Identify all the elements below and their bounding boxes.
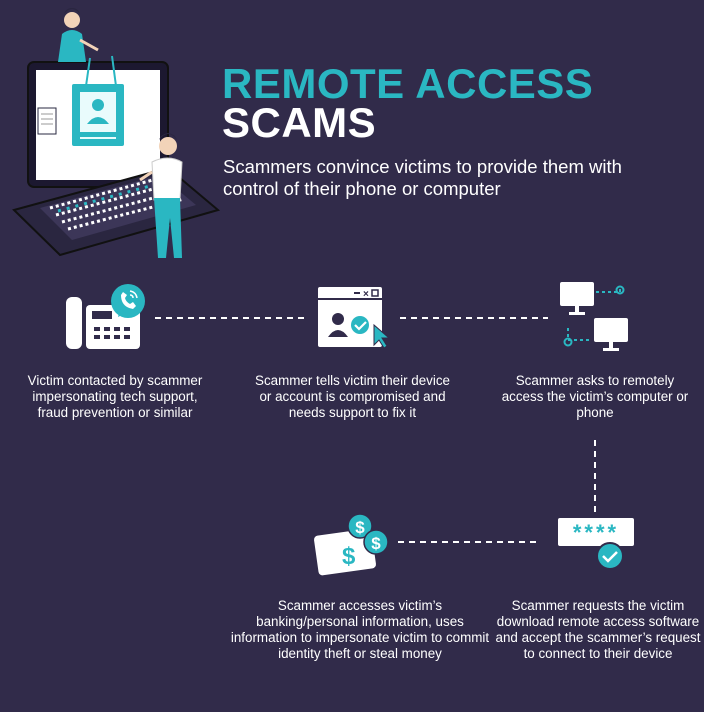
svg-text:×: ×	[363, 289, 369, 300]
step-5-text: Scammer accesses victim’s banking/person…	[230, 598, 490, 661]
password-mask: ****	[573, 520, 619, 545]
svg-text:$: $	[371, 534, 381, 553]
step-4-text: Scammer requests the victim download rem…	[495, 598, 701, 661]
phone-call-icon	[66, 284, 145, 349]
title-line-2: SCAMS	[222, 99, 377, 146]
svg-text:$: $	[355, 518, 365, 537]
password-check-icon: ****	[558, 518, 634, 570]
laptop-people-illustration	[12, 8, 221, 258]
browser-account-check-icon: ×	[318, 287, 391, 349]
svg-text:$: $	[342, 543, 356, 570]
money-dollar-icon: $ $ $	[314, 513, 389, 576]
step-3-text: Scammer asks to remotely access the vict…	[501, 373, 689, 420]
subtitle: Scammers convince victims to provide the…	[223, 156, 622, 199]
step-2-text: Scammer tells victim their device or acc…	[255, 373, 450, 420]
remote-computers-icon	[560, 282, 628, 351]
title-line-1: REMOTE ACCESS	[222, 60, 594, 107]
step-1-text: Victim contacted by scammer impersonatin…	[27, 373, 203, 420]
